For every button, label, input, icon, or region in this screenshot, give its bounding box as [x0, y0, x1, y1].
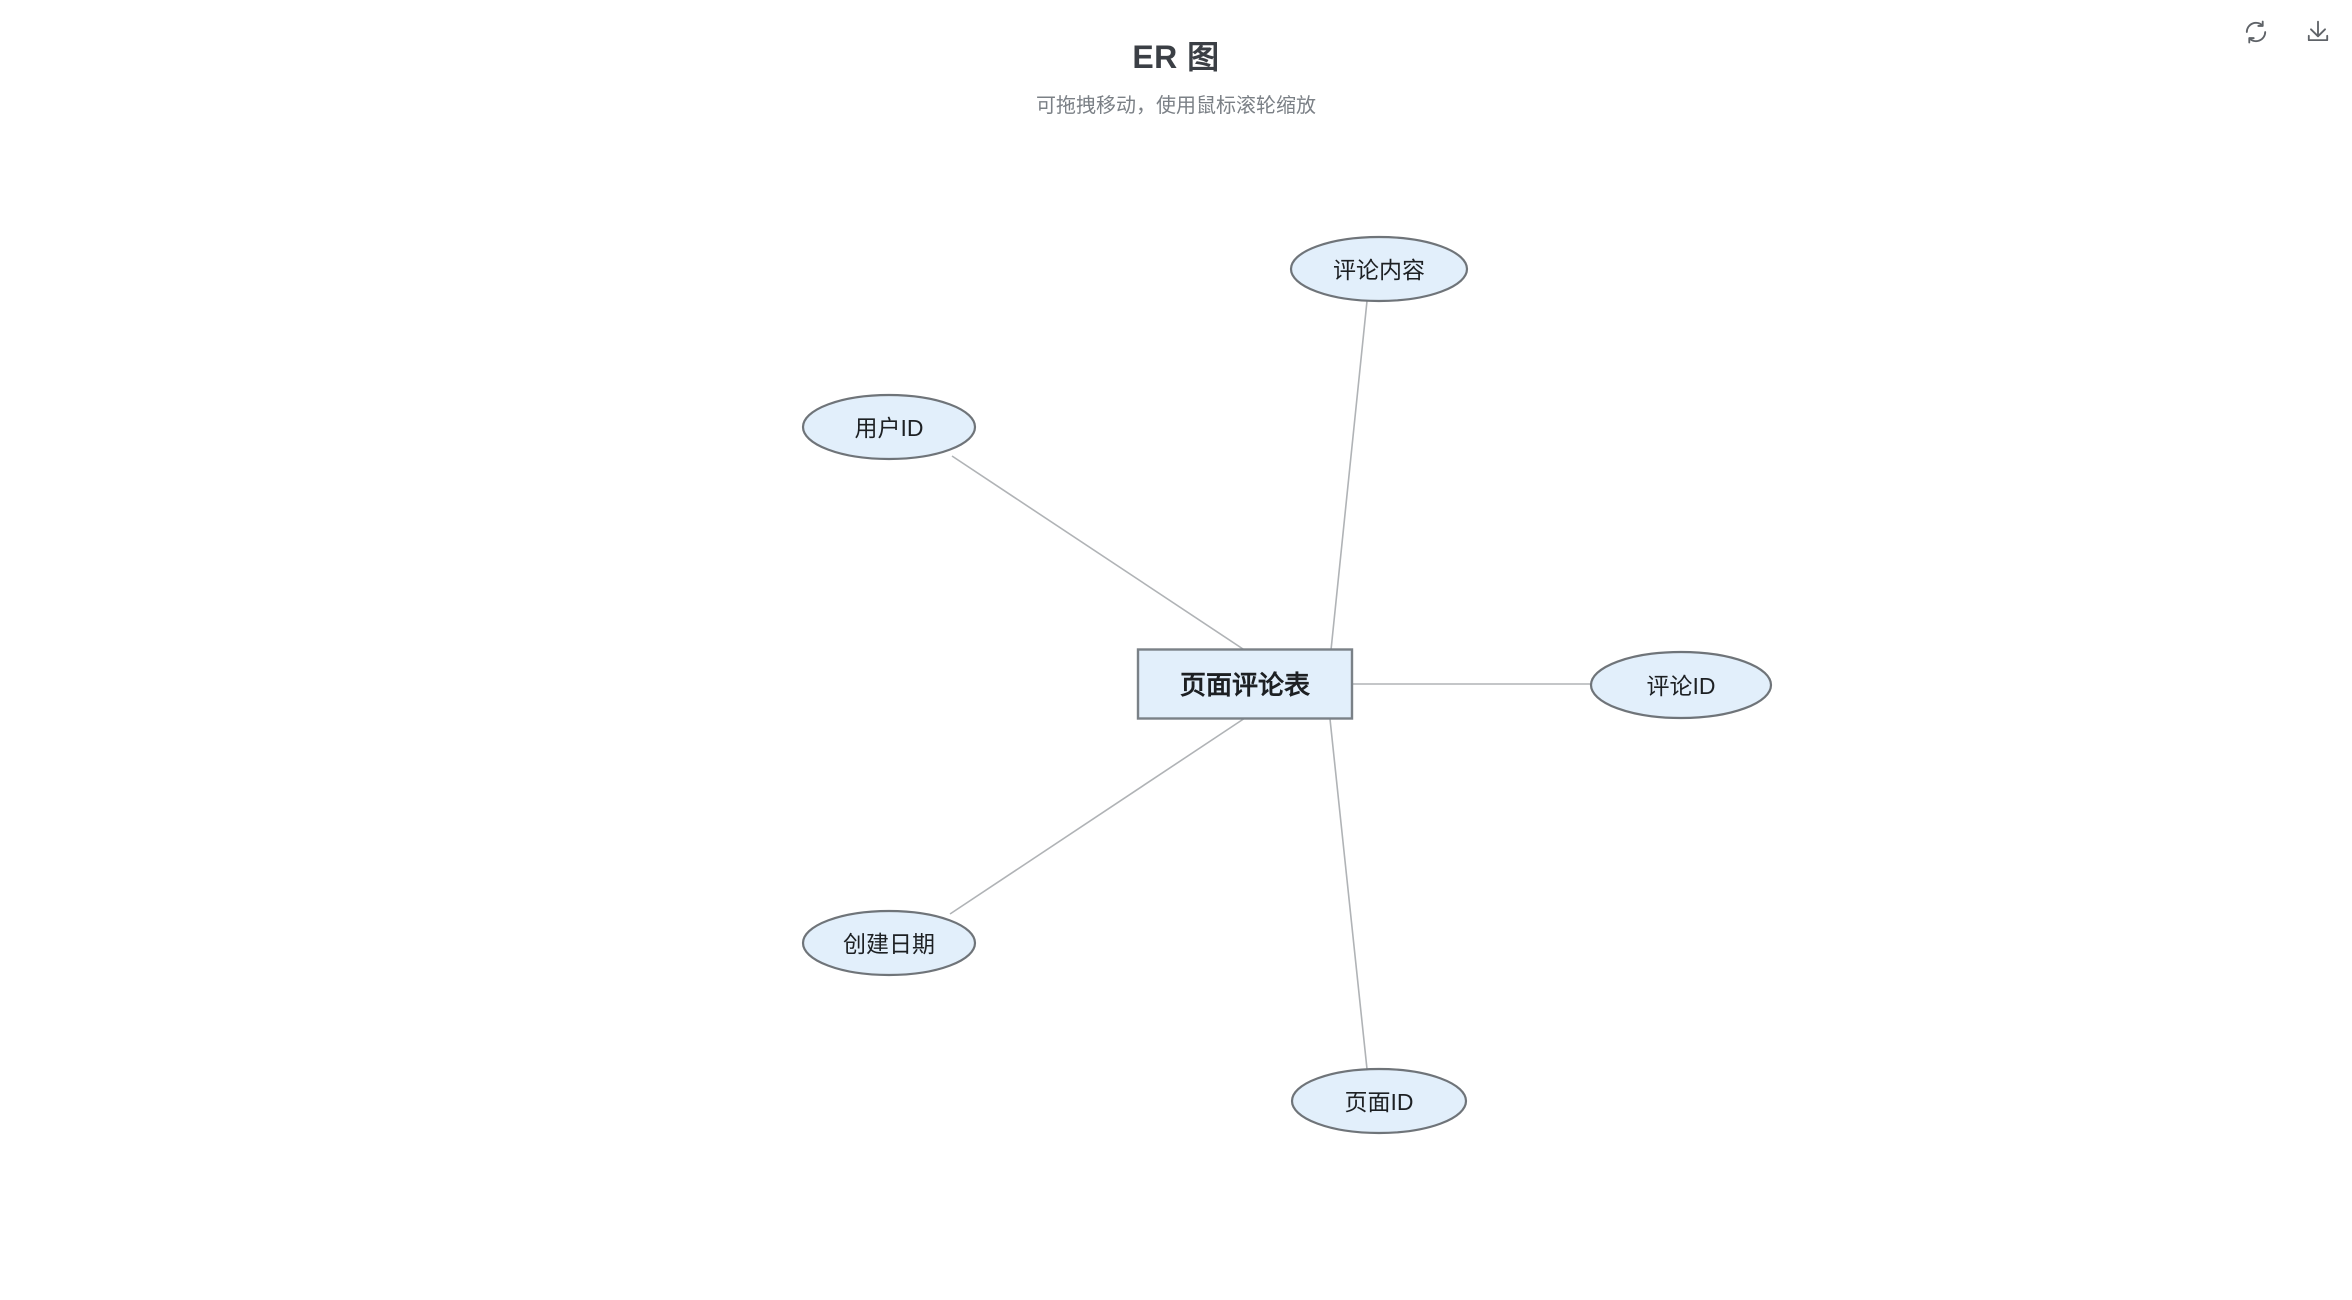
er-entity-node[interactable]: 页面评论表: [1136, 648, 1354, 720]
er-attribute-node[interactable]: 评论ID: [1589, 650, 1773, 720]
er-link: [949, 717, 1246, 915]
er-attribute-shape[interactable]: [1289, 235, 1469, 303]
er-entity-shape[interactable]: [1136, 648, 1354, 720]
er-attribute-node[interactable]: 评论内容: [1289, 235, 1469, 303]
er-attribute-shape[interactable]: [1290, 1067, 1468, 1135]
er-attribute-label: 用户ID: [855, 415, 924, 441]
er-attribute-node[interactable]: 创建日期: [801, 909, 977, 977]
er-attribute-label: 创建日期: [843, 931, 935, 957]
er-link: [951, 455, 1247, 652]
er-attribute-label: 评论内容: [1333, 257, 1425, 283]
er-link: [1330, 300, 1368, 651]
toolbar: [2236, 12, 2338, 52]
er-attribute-label: 评论ID: [1647, 673, 1716, 699]
links-layer: [949, 300, 1591, 1070]
er-attribute-node[interactable]: 用户ID: [801, 393, 977, 461]
er-attribute-shape[interactable]: [801, 393, 977, 461]
er-attribute-shape[interactable]: [1589, 650, 1773, 720]
er-attribute-shape[interactable]: [801, 909, 977, 977]
download-button[interactable]: [2298, 12, 2338, 52]
er-attribute-label: 页面ID: [1345, 1089, 1414, 1115]
er-entity-label: 页面评论表: [1180, 670, 1311, 700]
download-icon: [2305, 19, 2331, 45]
er-link: [1329, 718, 1368, 1070]
refresh-button[interactable]: [2236, 12, 2276, 52]
er-attribute-node[interactable]: 页面ID: [1290, 1067, 1468, 1135]
refresh-icon: [2243, 19, 2269, 45]
